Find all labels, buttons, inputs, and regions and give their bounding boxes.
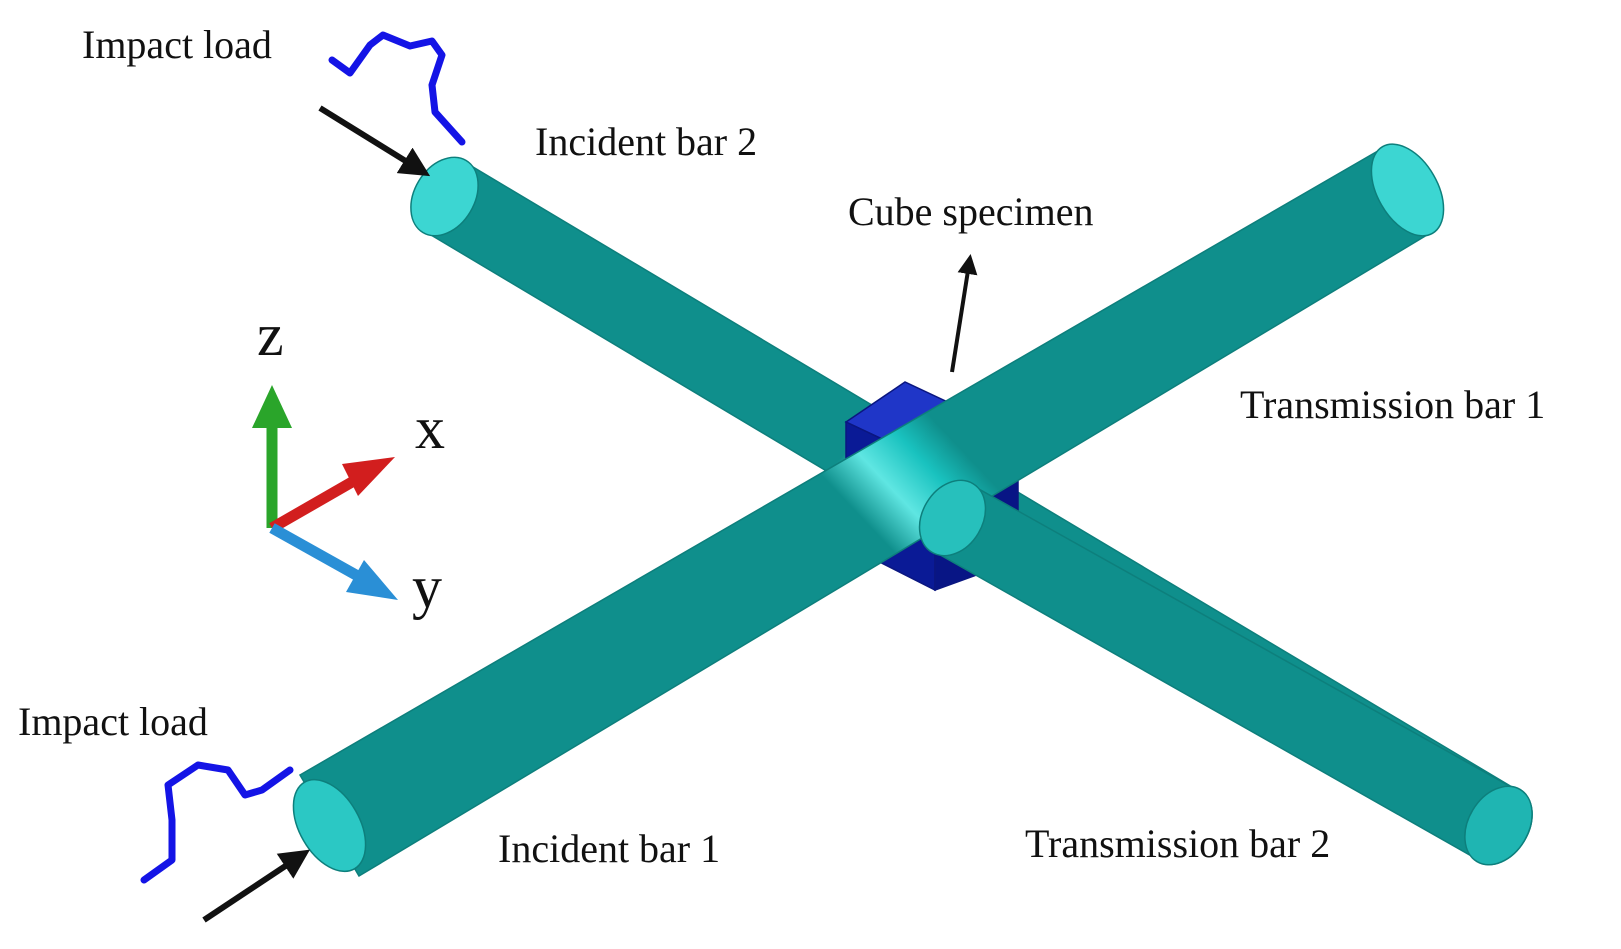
axis-z-head (252, 385, 292, 428)
impact-arrow-bottom (202, 849, 310, 923)
axis-z-label: z (257, 302, 284, 368)
coordinate-axes: z x y (252, 302, 445, 620)
axis-x-label: x (415, 395, 445, 461)
label-incident-bar-2: Incident bar 2 (535, 119, 757, 164)
impact-arrow-top (318, 105, 431, 177)
bar-b-end-transmission1 (1370, 143, 1445, 237)
bar-a-end-incident2 (410, 156, 479, 237)
axis-x-shaft (269, 477, 355, 533)
axis-y-label: y (412, 554, 442, 620)
bar-a-front-body (926, 487, 1524, 859)
impact-pulse-bottom (140, 761, 294, 884)
bar-b-end-incident1 (292, 778, 367, 873)
label-incident-bar-1: Incident bar 1 (498, 826, 720, 871)
bar-a-end-transmission2-front (1464, 785, 1533, 866)
axis-x-head (342, 457, 395, 496)
axis-y-head (346, 560, 398, 600)
impact-pulse-top (328, 31, 466, 146)
label-cube-specimen: Cube specimen (848, 189, 1094, 234)
bar-a-front-segment (918, 479, 1533, 866)
bar-incident1-transmission1 (292, 143, 1445, 878)
bar-a-front-cap (918, 479, 987, 557)
label-impact-load-bottom: Impact load (18, 699, 208, 744)
axis-y-shaft (269, 523, 359, 580)
label-transmission-bar-2: Transmission bar 2 (1025, 821, 1330, 866)
label-transmission-bar-1: Transmission bar 1 (1240, 382, 1545, 427)
specimen-pointer-arrow (950, 254, 978, 373)
label-impact-load-top: Impact load (82, 22, 272, 67)
